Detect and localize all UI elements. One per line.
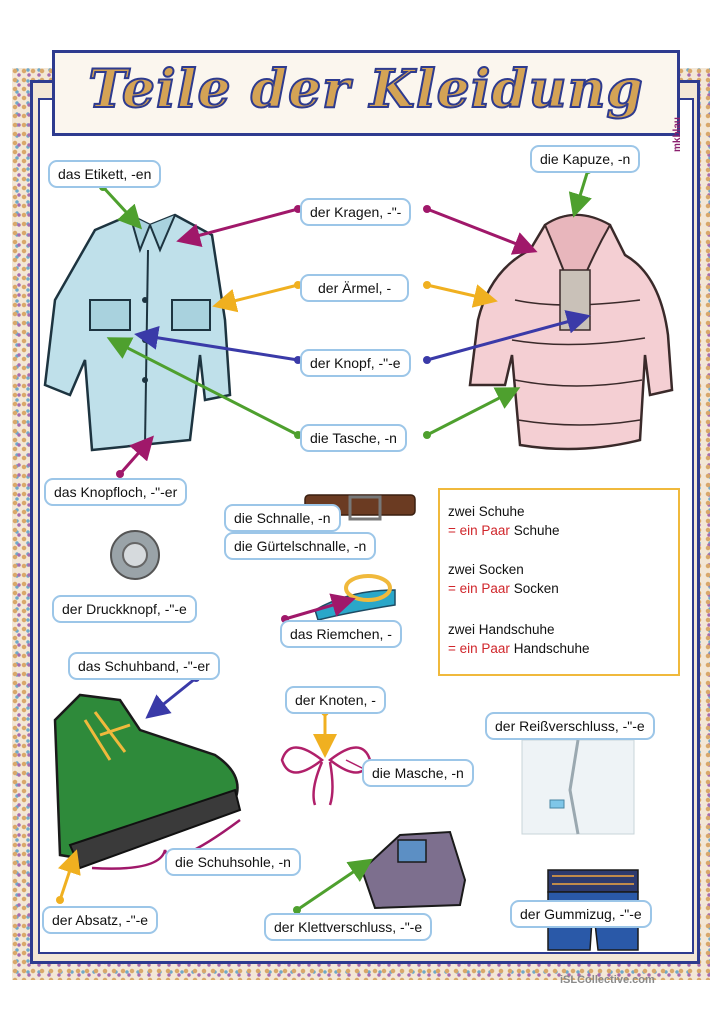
label-kapuze: die Kapuze, -n [530,145,641,173]
sandal-image [314,574,396,621]
bow-image [280,746,372,806]
arrow-tasche [106,337,521,439]
arrow-knopfloch [116,435,154,478]
watermark: iSLCollective.com [560,974,655,986]
label-gummizug: der Gummizug, -"-e [510,900,652,928]
label-knopf: der Knopf, -"-e [300,349,411,377]
hiking-boot-image [53,693,242,870]
denim-jacket-image [43,213,232,452]
arrow-schuhband [145,674,200,719]
pairs-box: zwei Schuhe = ein Paar Schuhe zwei Socke… [438,488,680,676]
label-reissverschluss: der Reißverschluss, -"-e [485,712,655,740]
label-masche: die Masche, -n [362,759,474,787]
arrow-absatz [56,849,81,904]
puffer-jacket-image [468,213,674,451]
label-guertelschnalle: die Gürtelschnalle, -n [224,532,377,560]
label-tasche: die Tasche, -n [300,424,407,452]
arrow-klettverschluss [293,858,373,914]
arrow-kragen [176,205,538,255]
label-riemchen: das Riemchen, - [280,620,402,648]
page-title: Teile der Kleidung [87,58,644,121]
label-schuhband: das Schuhband, -"-er [68,652,220,680]
label-kragen: der Kragen, -"- [300,198,412,226]
pair-gloves: zwei Handschuhe = ein Paar Handschuhe [448,622,590,656]
label-knoten: der Knoten, - [285,686,386,714]
label-druckknopf: der Druckknopf, -"-e [52,595,197,623]
zipper-image [521,739,635,835]
pair-shoes: zwei Schuhe = ein Paar Schuhe [448,504,560,538]
label-absatz: der Absatz, -"-e [42,906,159,934]
pair-socks: zwei Socken = ein Paar Socken [448,562,559,596]
brace-schuhsohle [91,818,241,870]
title-banner: Teile der Kleidung [52,50,680,136]
snap-button-image [110,530,160,580]
label-aermel: der Ärmel, - [300,274,410,302]
velcro-shoe-image [360,830,467,910]
label-schuhsohle: die Schuhsohle, -n [165,848,301,876]
label-etikett: das Etikett, -en [48,160,162,188]
arrow-knopf [134,310,591,364]
arrow-knoten [313,708,337,758]
label-schnalle: die Schnalle, -n [224,504,341,532]
label-knopfloch: das Knopfloch, -"-er [44,478,188,506]
label-klettverschluss: der Klettverschluss, -"-e [264,913,433,941]
